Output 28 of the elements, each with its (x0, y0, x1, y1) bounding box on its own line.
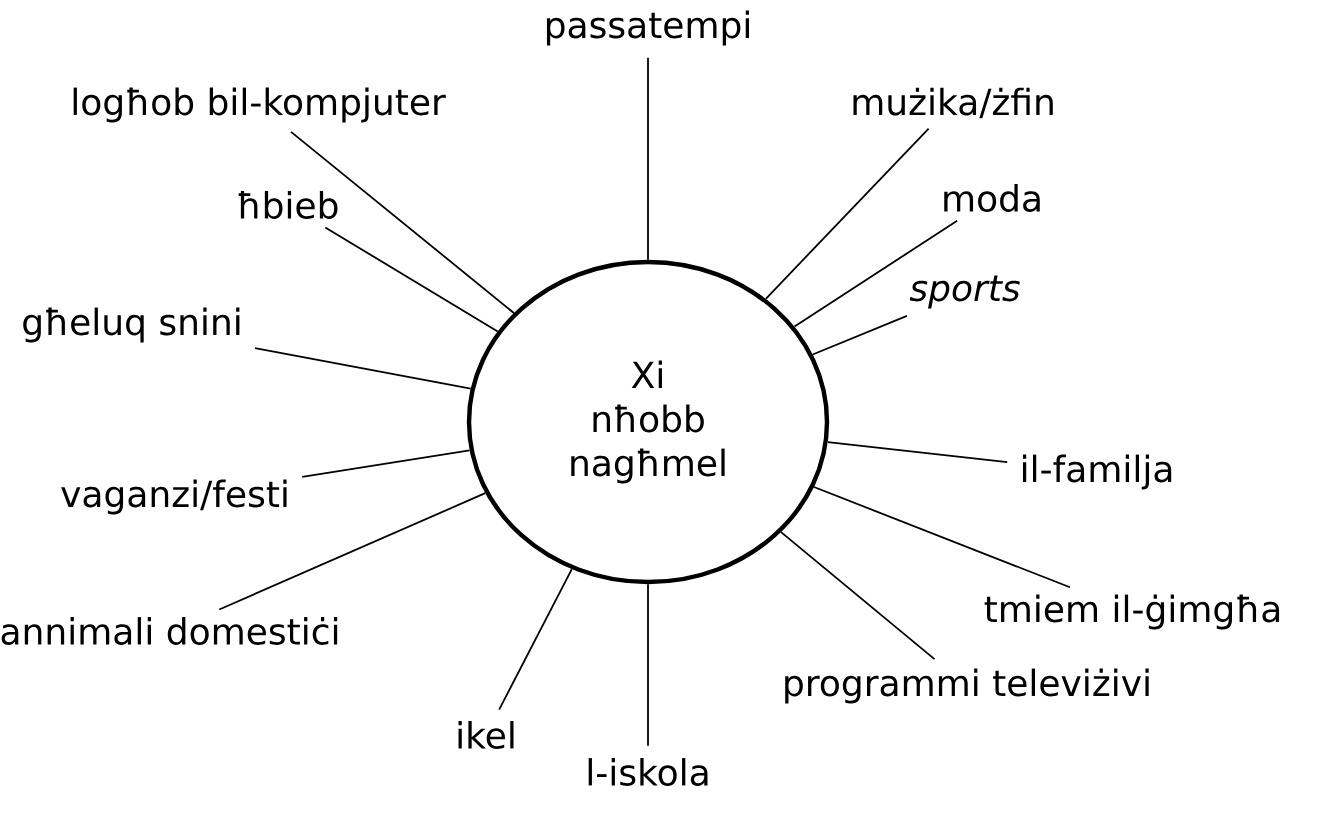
topic-label: sports (909, 275, 1020, 309)
connector-line (764, 127, 930, 300)
topic-label: tmiem il-ġimgħa (984, 594, 1280, 630)
connector-line (811, 314, 908, 356)
connector-line (647, 56, 649, 261)
connector-line (813, 486, 1071, 589)
topic-label: ikel (458, 721, 514, 749)
topic-label: l-iskola (588, 758, 708, 786)
connector-line (647, 583, 649, 747)
connector-line (324, 226, 499, 333)
connector-line (780, 531, 936, 660)
topic-label: annimali domestiċi (1, 617, 338, 645)
topic-label: ħbieb (238, 191, 338, 219)
connector-line (254, 347, 472, 390)
connector-line (301, 449, 471, 478)
connector-line (290, 130, 515, 314)
topic-label: passatempi (546, 10, 749, 46)
connector-line (218, 492, 487, 611)
topic-label: għeluq snini (23, 307, 240, 343)
topic-label: moda (944, 184, 1040, 212)
topic-label: mużika/żfin (853, 87, 1053, 119)
topic-label: il-familja (1022, 454, 1172, 490)
connector-line (793, 219, 959, 328)
connector-line (826, 441, 1009, 463)
connector-line (498, 568, 573, 711)
topic-label: logħob bil-kompjuter (73, 87, 446, 123)
topic-label: vaganzi/festi (61, 479, 287, 515)
topic-label: programmi televiżivi (785, 668, 1149, 704)
